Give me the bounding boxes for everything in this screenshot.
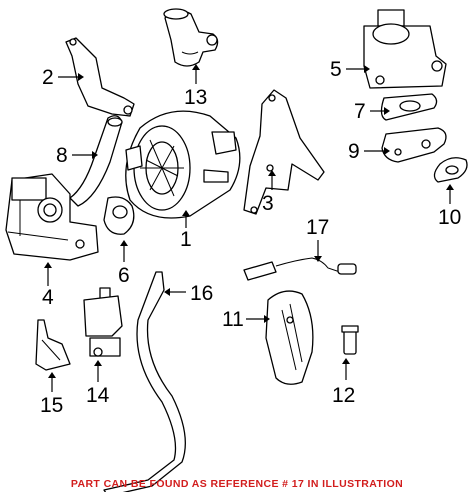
part-17-sensor bbox=[243, 257, 357, 281]
callout-14-label: 14 bbox=[86, 384, 110, 407]
callout-17: 17 bbox=[306, 216, 329, 262]
part-12-plug bbox=[341, 325, 359, 355]
callout-7-label: 7 bbox=[354, 100, 366, 123]
part-16-pipe bbox=[103, 271, 186, 492]
callout-17-label: 17 bbox=[306, 216, 329, 239]
part-14-actuator bbox=[83, 287, 123, 357]
part-3-bracket bbox=[243, 89, 325, 215]
callout-13: 13 bbox=[184, 64, 207, 109]
reference-note: PART CAN BE FOUND AS REFERENCE # 17 IN I… bbox=[71, 478, 403, 490]
part-13-connector bbox=[163, 8, 219, 67]
callout-6: 6 bbox=[118, 240, 130, 287]
part-6-gasket bbox=[103, 196, 135, 235]
callout-12-label: 12 bbox=[332, 384, 355, 407]
part-9-plate bbox=[381, 127, 447, 163]
callout-2: 2 bbox=[42, 66, 84, 89]
callout-16: 16 bbox=[164, 282, 213, 305]
part-5-valve bbox=[363, 9, 447, 89]
part-4-valve bbox=[5, 173, 99, 261]
part-11-shield bbox=[265, 290, 314, 385]
callout-13-label: 13 bbox=[184, 86, 207, 109]
callout-2-label: 2 bbox=[42, 66, 54, 89]
callout-3: 3 bbox=[262, 170, 276, 215]
callout-16-label: 16 bbox=[190, 282, 213, 305]
callout-11-label: 11 bbox=[222, 308, 244, 331]
callout-9: 9 bbox=[348, 140, 390, 163]
part-7-gasket bbox=[380, 93, 438, 121]
callout-14: 14 bbox=[86, 360, 110, 407]
callout-15-label: 15 bbox=[40, 394, 63, 417]
part-8-hose bbox=[69, 115, 123, 207]
part-2-bracket bbox=[65, 37, 135, 117]
callout-8-label: 8 bbox=[56, 144, 68, 167]
callout-4: 4 bbox=[42, 262, 54, 309]
callout-15: 15 bbox=[40, 372, 63, 417]
callout-3-label: 3 bbox=[262, 192, 274, 215]
callout-5-label: 5 bbox=[330, 58, 342, 81]
callout-6-label: 6 bbox=[118, 264, 130, 287]
part-10-gasket bbox=[433, 157, 468, 183]
callout-12: 12 bbox=[332, 358, 355, 407]
callout-1-label: 1 bbox=[180, 228, 192, 251]
callout-1: 1 bbox=[180, 210, 192, 251]
callout-10: 10 bbox=[438, 184, 461, 229]
callout-7: 7 bbox=[354, 100, 390, 123]
callout-9-label: 9 bbox=[348, 140, 360, 163]
part-15-bracket bbox=[35, 319, 71, 371]
callout-5: 5 bbox=[330, 58, 370, 81]
callout-4-label: 4 bbox=[42, 286, 54, 309]
callout-11: 11 bbox=[222, 308, 270, 331]
callout-10-label: 10 bbox=[438, 206, 461, 229]
part-1-air-pump bbox=[125, 110, 241, 219]
callout-8: 8 bbox=[56, 144, 98, 167]
